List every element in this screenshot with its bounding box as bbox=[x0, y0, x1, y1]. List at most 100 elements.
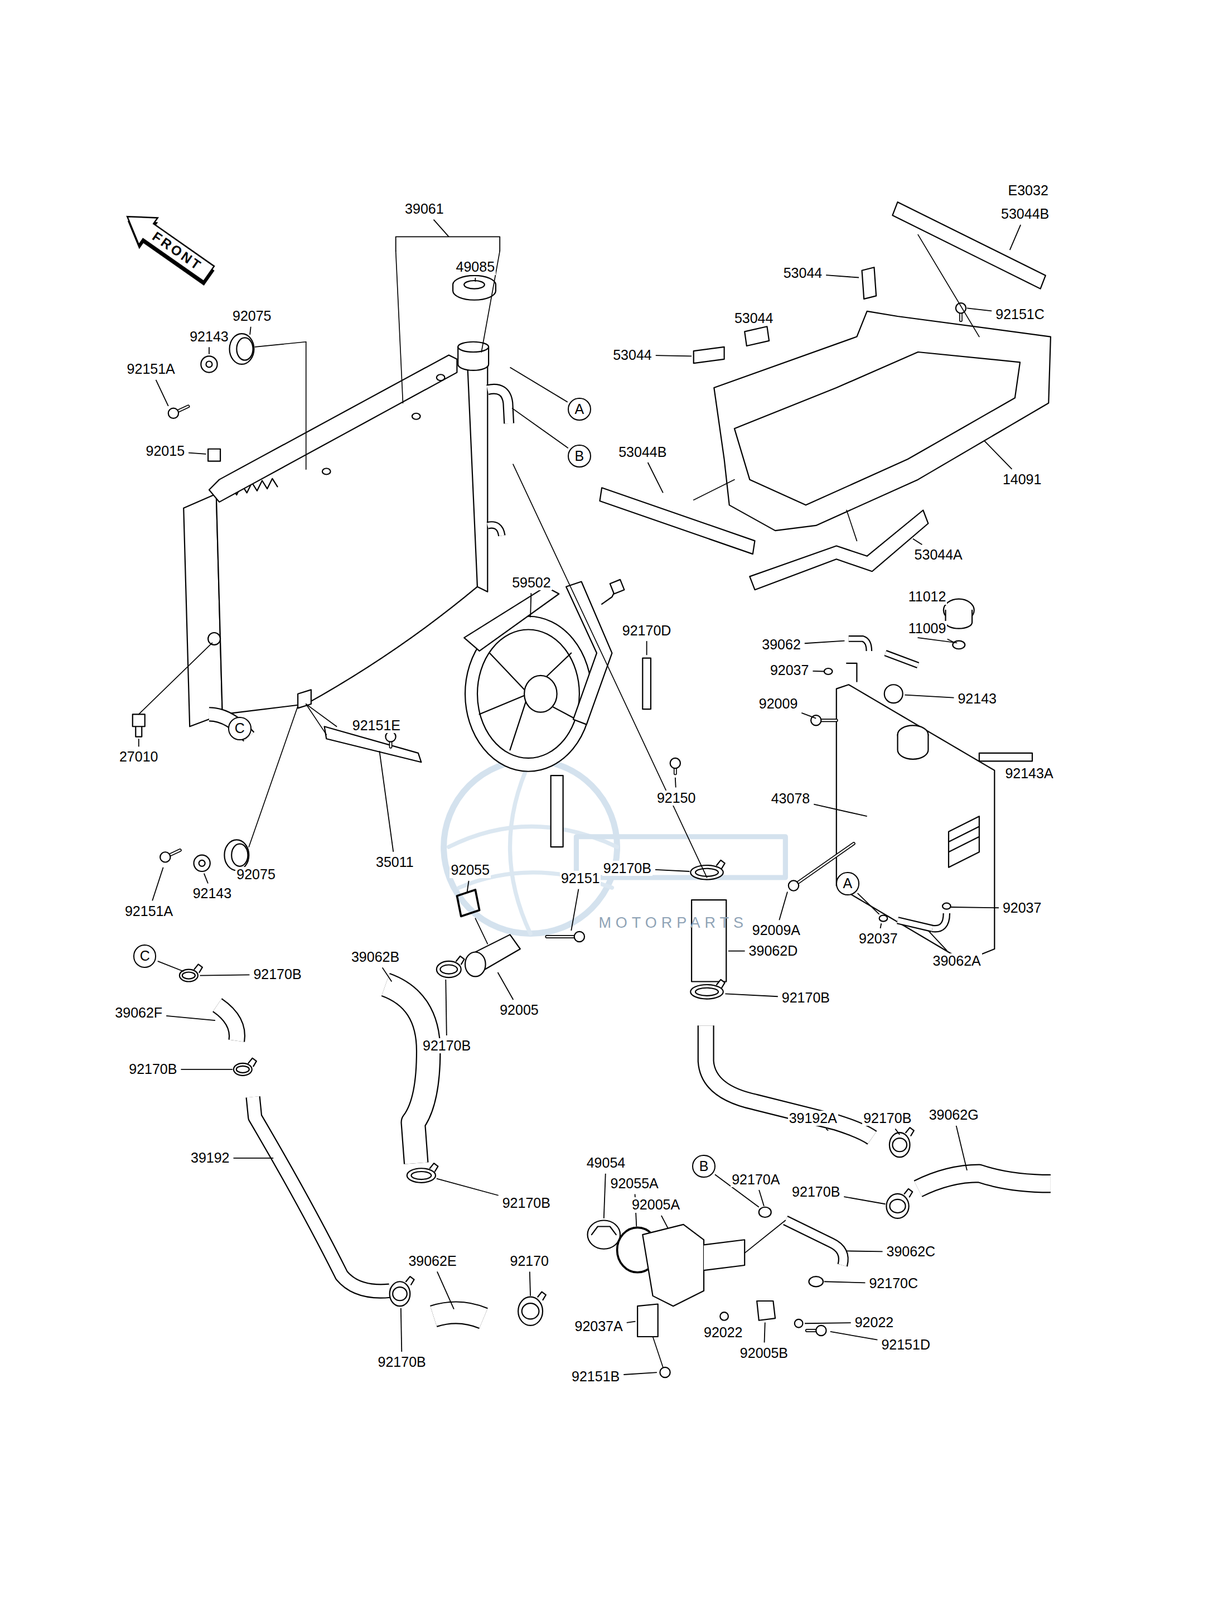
reference-circle: B bbox=[567, 444, 592, 468]
callout-number: 53044 bbox=[611, 347, 654, 364]
callout-number: 39192 bbox=[189, 1149, 231, 1166]
callout-number: 14091 bbox=[1001, 471, 1043, 488]
reference-letter: C bbox=[234, 720, 245, 737]
callout-number: 92143A bbox=[1003, 765, 1055, 782]
label-anchor: 35011 bbox=[374, 854, 415, 870]
hose-clamp bbox=[405, 1275, 415, 1285]
thermostat-housing bbox=[642, 1224, 704, 1306]
leader-line bbox=[204, 873, 209, 884]
label-anchor: 92037 bbox=[857, 930, 899, 947]
leader-line bbox=[655, 355, 692, 356]
hose-clamp bbox=[521, 1302, 540, 1319]
label-anchor: 27010 bbox=[118, 748, 160, 765]
fan-frame bbox=[463, 586, 559, 651]
hose-straight bbox=[691, 899, 727, 981]
hose-fill bbox=[848, 638, 870, 651]
hose-clamp bbox=[904, 1188, 913, 1197]
leader-line bbox=[233, 1157, 274, 1159]
hose-clip bbox=[824, 668, 833, 675]
hose-fill bbox=[885, 653, 919, 666]
bolt-head bbox=[815, 1325, 826, 1336]
label-anchor: 92170B bbox=[501, 1195, 552, 1211]
assembly-line bbox=[475, 917, 488, 944]
bracket-hole bbox=[436, 374, 446, 381]
callout-number: 11012 bbox=[907, 588, 948, 605]
leader-line bbox=[436, 1178, 499, 1196]
reference-circle: A bbox=[835, 871, 860, 896]
callout-number: 92170C bbox=[867, 1275, 920, 1292]
fan-frame bbox=[566, 581, 612, 725]
hose-clamp bbox=[436, 960, 462, 978]
bracket-plate bbox=[637, 1303, 659, 1337]
label-anchor: 59502 bbox=[510, 574, 553, 591]
callout-number: 92170A bbox=[730, 1171, 781, 1188]
leader-line bbox=[984, 440, 1012, 470]
assembly-line bbox=[306, 703, 337, 727]
cover-tray bbox=[713, 311, 1051, 531]
callout-number: 39062C bbox=[885, 1243, 937, 1260]
leader-line bbox=[950, 906, 999, 908]
label-anchor: 53044A bbox=[913, 547, 964, 563]
reference-circle: B bbox=[692, 1154, 716, 1178]
hose-clamp bbox=[695, 868, 719, 877]
leader-line bbox=[825, 1128, 829, 1130]
leader-line bbox=[138, 738, 140, 747]
assembly-line bbox=[693, 479, 735, 501]
reservoir-tank bbox=[836, 684, 995, 961]
reference-letter: A bbox=[574, 401, 585, 418]
callout-number: 92055A bbox=[609, 1175, 660, 1192]
thermostat bbox=[591, 1225, 617, 1235]
assembly-line bbox=[917, 637, 957, 643]
hose-clamp bbox=[886, 1193, 909, 1218]
leader-line bbox=[912, 538, 922, 545]
grommet bbox=[236, 337, 253, 360]
callout-number: 49054 bbox=[585, 1154, 627, 1171]
label-anchor: 92150 bbox=[655, 790, 698, 806]
leader-line bbox=[530, 592, 531, 617]
label-anchor: 92170B bbox=[421, 1037, 472, 1054]
label-anchor: 92005 bbox=[498, 1002, 540, 1018]
label-anchor: 92170B bbox=[602, 860, 653, 877]
leader-line bbox=[498, 972, 514, 1000]
leader-line bbox=[166, 1015, 216, 1021]
hose-fill bbox=[253, 1096, 390, 1291]
callout-number: 92005A bbox=[630, 1196, 681, 1213]
hose-clamp bbox=[759, 1206, 772, 1217]
leader-line bbox=[759, 1189, 765, 1206]
callout-number: 53044A bbox=[913, 547, 964, 563]
label-anchor: 11009 bbox=[907, 620, 948, 637]
front-arrow: FRONT bbox=[118, 202, 219, 288]
leader-line bbox=[812, 670, 824, 672]
label-anchor: 92170B bbox=[780, 989, 831, 1006]
watermark-text: MOTORPARTS bbox=[597, 914, 749, 932]
hose-outline bbox=[253, 1096, 390, 1291]
leader-line bbox=[152, 867, 164, 901]
label-anchor: 92037 bbox=[769, 662, 811, 679]
hose-clamp bbox=[429, 1162, 439, 1172]
label-anchor: 92055 bbox=[449, 862, 491, 878]
leader-line bbox=[379, 750, 394, 852]
leader-line bbox=[623, 1371, 657, 1375]
fan-blades bbox=[477, 629, 580, 758]
label-anchor: 92151C bbox=[994, 306, 1046, 323]
radiator-bracket bbox=[209, 355, 457, 502]
callout-number: 53044B bbox=[617, 444, 668, 461]
hose-clamp bbox=[392, 1286, 408, 1300]
hose-clamp bbox=[194, 963, 203, 973]
callout-number: 53044 bbox=[733, 310, 775, 327]
callout-number: 92037 bbox=[857, 930, 899, 947]
callout-number: 92005B bbox=[738, 1345, 790, 1361]
label-anchor: 92005A bbox=[630, 1196, 681, 1213]
leader-lines bbox=[138, 219, 1021, 1375]
label-anchor: 43078 bbox=[770, 790, 812, 807]
leader-line bbox=[804, 1322, 852, 1323]
label-anchor: 92151A bbox=[126, 361, 177, 377]
label-anchor: 92009A bbox=[751, 922, 802, 939]
reference-letter: B bbox=[574, 448, 585, 464]
hose-outline bbox=[885, 653, 919, 666]
hose-clamp bbox=[456, 955, 465, 965]
callout-number: 11009 bbox=[907, 620, 948, 637]
hose-clamp bbox=[695, 987, 719, 996]
hose-outline bbox=[785, 1220, 844, 1265]
grommet bbox=[884, 684, 903, 703]
